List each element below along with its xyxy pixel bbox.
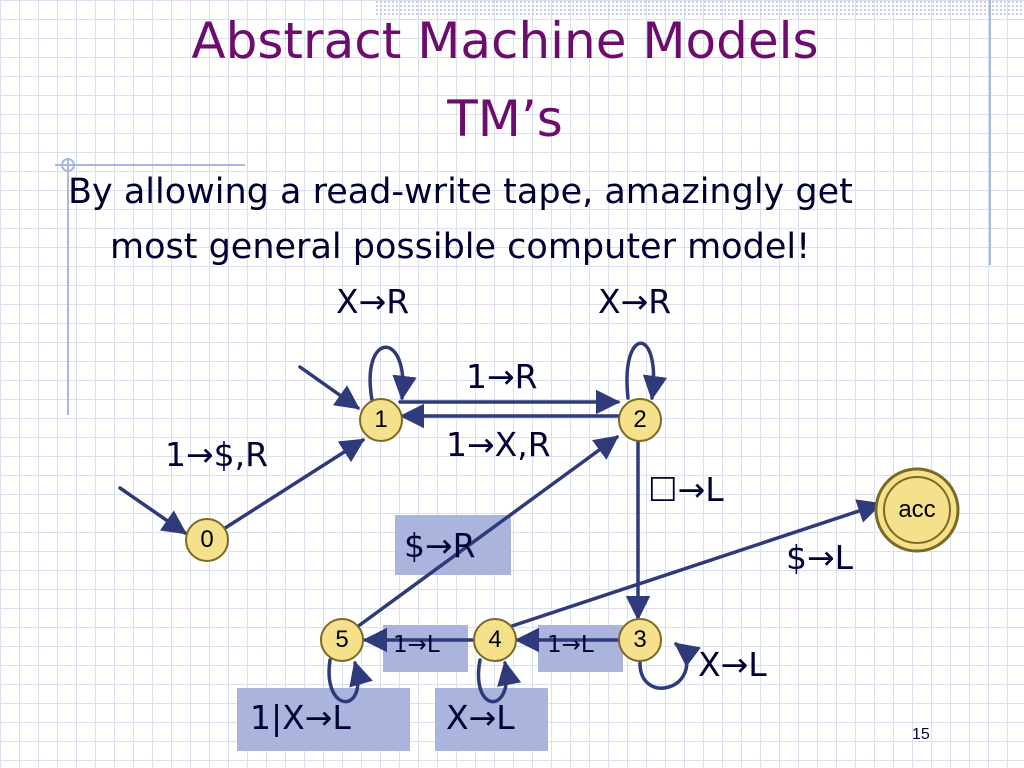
bullet-line-1: By allowing a read-write tape, amazingly… xyxy=(68,172,853,212)
label-highlight xyxy=(538,625,623,672)
bullet-line-2: most general possible computer model! xyxy=(110,227,811,267)
transition-label: $→R xyxy=(404,526,476,565)
state-label: 2 xyxy=(633,406,647,433)
transition-edge xyxy=(476,658,522,704)
accept-state-label: acc xyxy=(898,496,936,523)
state-label: 3 xyxy=(633,626,647,653)
slide-title: Abstract Machine Models xyxy=(191,12,819,70)
state-node xyxy=(473,618,517,662)
state-label: 5 xyxy=(335,626,349,653)
transition-edge xyxy=(625,341,668,401)
transition-edge xyxy=(327,658,373,704)
label-highlight xyxy=(435,688,548,751)
transition-label: X→L xyxy=(446,698,515,737)
header-pattern xyxy=(375,0,1024,17)
label-highlight xyxy=(395,515,511,575)
transition-label: 1→R xyxy=(466,357,538,396)
state-label: 4 xyxy=(488,626,502,653)
transition-label: X→R xyxy=(336,282,410,321)
transition-label: 1→L xyxy=(547,632,594,658)
transition-label: 1→X,R xyxy=(446,425,551,464)
transition-edge xyxy=(220,438,366,532)
state-label: 1 xyxy=(374,406,388,433)
transition-label: 1→L xyxy=(393,632,440,658)
transition-label: 1→$,R xyxy=(165,435,269,474)
state-label: 0 xyxy=(200,526,214,553)
start-arrow xyxy=(118,486,188,535)
page-number: 15 xyxy=(912,726,930,743)
transition-edge xyxy=(638,642,701,690)
state-node xyxy=(185,518,229,562)
transition-label: X→L xyxy=(698,645,767,684)
accept-state-inner xyxy=(883,476,951,544)
state-node xyxy=(618,398,662,442)
bullet-text: By allowing a read-write tape, amazingly… xyxy=(68,165,968,275)
transition-edge xyxy=(355,435,619,629)
slide-subtitle: TM’s xyxy=(447,90,563,148)
transition-edge xyxy=(510,499,883,628)
transition-label: X→R xyxy=(598,282,672,321)
state-node xyxy=(618,618,662,662)
state-node xyxy=(320,618,364,662)
start-arrow xyxy=(298,365,361,410)
label-highlight xyxy=(383,625,468,672)
transition-label: 1|X→L xyxy=(250,698,351,737)
transition-edge xyxy=(368,345,417,402)
label-highlight xyxy=(237,688,410,751)
transition-label: ☐→L xyxy=(648,470,724,509)
state-node xyxy=(359,398,403,442)
transition-label: $→L xyxy=(786,538,854,577)
